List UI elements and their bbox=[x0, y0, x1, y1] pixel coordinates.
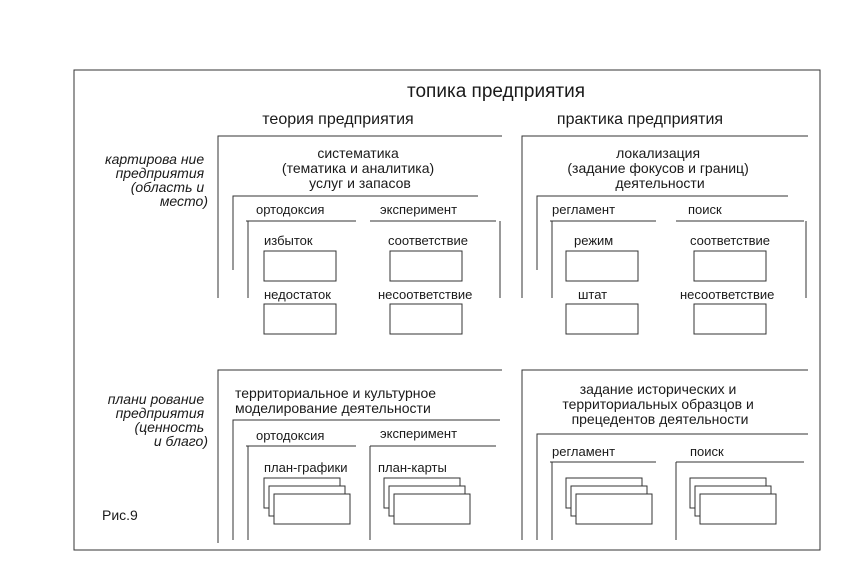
right-header: поиск bbox=[690, 444, 724, 459]
left-header: регламент bbox=[552, 202, 615, 217]
right-header: эксперимент bbox=[380, 426, 457, 441]
item-label: несоответствие bbox=[680, 287, 774, 302]
document-stack bbox=[263, 477, 351, 525]
item-box bbox=[693, 250, 767, 282]
cell-title: задание исторических и территориальных о… bbox=[562, 381, 757, 427]
stack-label: план-графики bbox=[264, 460, 347, 475]
left-header: ортодоксия bbox=[256, 202, 324, 217]
left-header: ортодоксия bbox=[256, 428, 324, 443]
item-label: избыток bbox=[264, 233, 313, 248]
column-title-practice: практика предприятия bbox=[557, 111, 723, 128]
row-label-planning: плани рование предприятия (ценность и бл… bbox=[108, 391, 208, 449]
item-box bbox=[565, 250, 639, 282]
outer-frame bbox=[73, 69, 821, 551]
diagram-title: топика предприятия bbox=[407, 81, 585, 102]
cell-title: территориальное и культурное моделирован… bbox=[235, 385, 440, 416]
cell-historical-patterns: задание исторических и территориальных о… bbox=[521, 369, 808, 540]
item-box bbox=[693, 303, 767, 335]
document-stack bbox=[383, 477, 471, 525]
cell-territorial-modeling: территориальное и культурное моделирован… bbox=[217, 369, 502, 543]
cell-localization: локализация (задание фокусов и границ) д… bbox=[521, 135, 808, 335]
item-box bbox=[389, 303, 463, 335]
item-box bbox=[565, 303, 639, 335]
item-label: соответствие bbox=[388, 233, 468, 248]
item-box bbox=[263, 303, 337, 335]
item-label: несоответствие bbox=[378, 287, 472, 302]
item-label: режим bbox=[574, 233, 613, 248]
column-title-theory: теория предприятия bbox=[262, 111, 413, 128]
figure-caption: Рис.9 bbox=[102, 507, 138, 523]
item-label: штат bbox=[578, 287, 607, 302]
document-stack bbox=[689, 477, 777, 525]
cell-title: локализация (задание фокусов и границ) д… bbox=[567, 145, 752, 191]
row-label-mapping: картирова ние предприятия (область и мес… bbox=[105, 151, 208, 209]
right-header: эксперимент bbox=[380, 202, 457, 217]
document-stack bbox=[565, 477, 653, 525]
item-box bbox=[389, 250, 463, 282]
cell-title: систематика (тематика и аналитика) услуг… bbox=[282, 145, 438, 191]
item-box bbox=[263, 250, 337, 282]
stack-label: план-карты bbox=[378, 460, 447, 475]
left-header: регламент bbox=[552, 444, 615, 459]
cell-systematics: систематика (тематика и аналитика) услуг… bbox=[217, 135, 502, 335]
item-label: недостаток bbox=[264, 287, 331, 302]
right-header: поиск bbox=[688, 202, 722, 217]
item-label: соответствие bbox=[690, 233, 770, 248]
